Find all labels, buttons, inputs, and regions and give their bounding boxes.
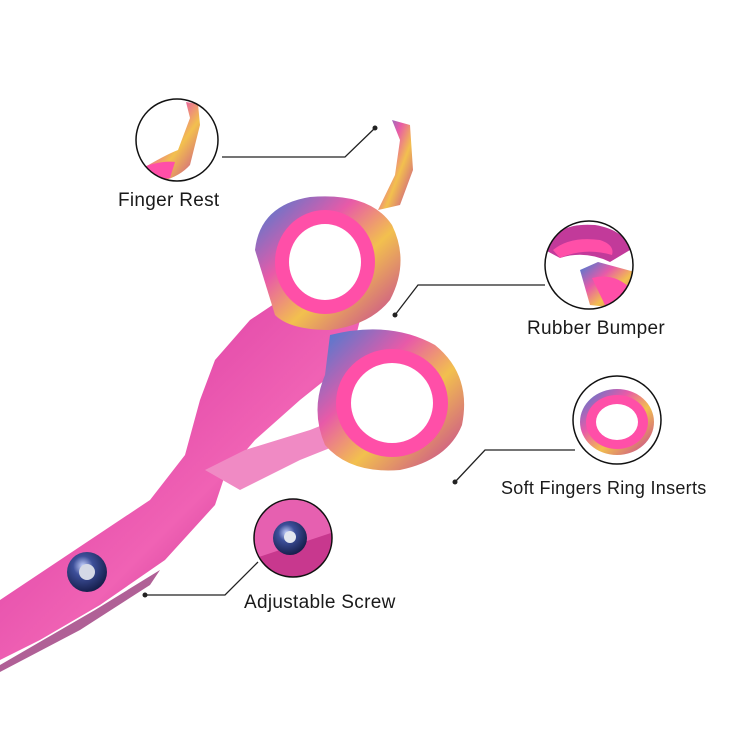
- ring-insert-detail-icon: [572, 375, 662, 465]
- leader-lines: [145, 127, 575, 596]
- finger-rest-label: Finger Rest: [118, 190, 220, 211]
- soft-rings-label: Soft Fingers Ring Inserts: [501, 478, 707, 498]
- rubber-bumper-detail-icon: [544, 220, 634, 310]
- scissors-body: [0, 120, 465, 672]
- adjustable-screw-label: Adjustable Screw: [244, 592, 396, 613]
- screw-detail-icon: [253, 498, 333, 578]
- rubber-bumper-label: Rubber Bumper: [527, 318, 666, 339]
- finger-rest-detail-icon: [135, 98, 219, 182]
